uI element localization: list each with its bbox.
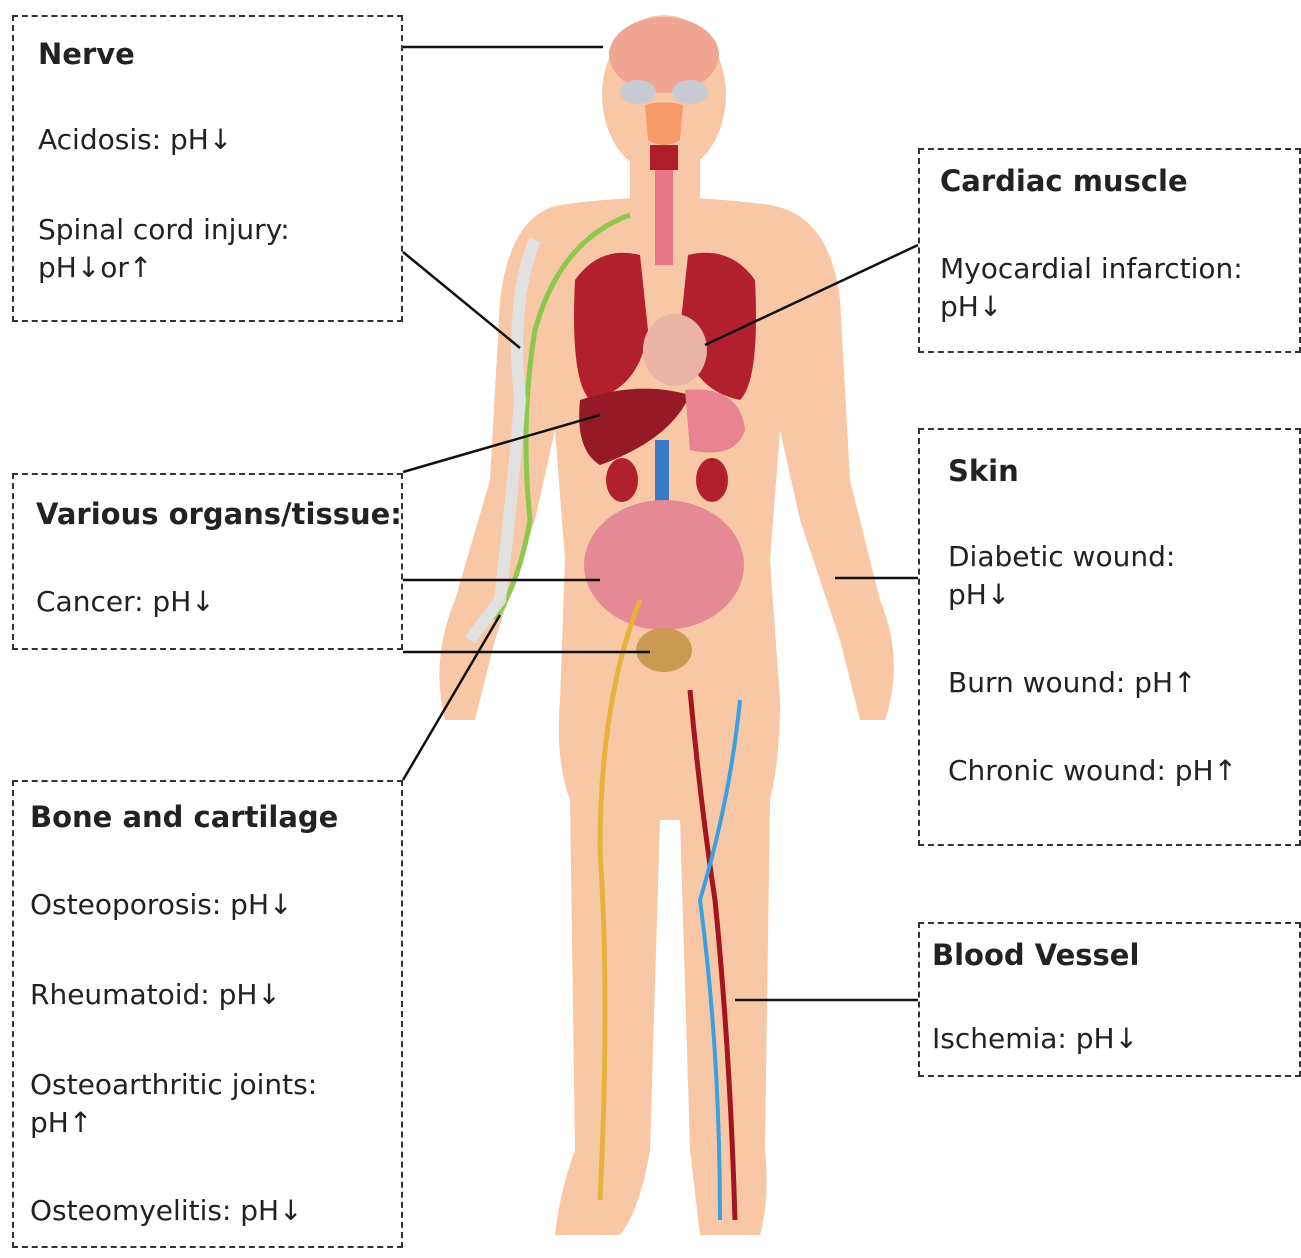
- skin-entry-diabetic: Diabetic wound:: [948, 538, 1271, 576]
- nerve-title: Nerve: [38, 37, 377, 71]
- vessel-box: Blood Vessel Ischemia: pH↓: [918, 922, 1301, 1077]
- vessel-title: Blood Vessel: [932, 938, 1287, 972]
- trachea-shape: [655, 170, 673, 265]
- bone-entry-osteomyelitis: Osteomyelitis: pH↓: [30, 1192, 385, 1230]
- skin-entry-diabetic-ph: pH↓: [948, 576, 1271, 614]
- nerve-entry-spinal-ph: pH↓or↑: [38, 249, 377, 287]
- bone-entry-osteoporosis: Osteoporosis: pH↓: [30, 886, 385, 924]
- skin-entry-burn: Burn wound: pH↑: [948, 664, 1271, 702]
- nerve-entry-acidosis: Acidosis: pH↓: [38, 121, 377, 159]
- brain-shape: [609, 17, 719, 93]
- bone-entry-rheumatoid: Rheumatoid: pH↓: [30, 976, 385, 1014]
- cardiac-entry-ph: pH↓: [940, 288, 1279, 326]
- bone-entry-osteoarthritic: Osteoarthritic joints:: [30, 1066, 385, 1104]
- bone-box: Bone and cartilage Osteoporosis: pH↓ Rhe…: [12, 780, 403, 1248]
- cardiac-entry-infarction: Myocardial infarction:: [940, 250, 1279, 288]
- intestines-shape: [584, 500, 744, 630]
- organs-entry-cancer: Cancer: pH↓: [36, 583, 379, 621]
- vessel-entry-ischemia: Ischemia: pH↓: [932, 1020, 1287, 1058]
- bone-title: Bone and cartilage: [30, 800, 385, 834]
- organs-box: Various organs/tissue: Cancer: pH↓: [12, 473, 403, 650]
- skin-title: Skin: [948, 454, 1271, 488]
- organs-title: Various organs/tissue:: [36, 497, 379, 531]
- skin-entry-chronic: Chronic wound: pH↑: [948, 752, 1271, 790]
- bone-entry-osteoarthritic-ph: pH↑: [30, 1104, 385, 1142]
- nerve-entry-spinal: Spinal cord injury:: [38, 211, 377, 249]
- heart-shape: [643, 314, 707, 386]
- nerve-box: Nerve Acidosis: pH↓ Spinal cord injury: …: [12, 15, 403, 322]
- cardiac-box: Cardiac muscle Myocardial infarction: pH…: [918, 148, 1301, 353]
- cardiac-title: Cardiac muscle: [940, 164, 1279, 198]
- skin-box: Skin Diabetic wound: pH↓ Burn wound: pH↑…: [918, 428, 1301, 846]
